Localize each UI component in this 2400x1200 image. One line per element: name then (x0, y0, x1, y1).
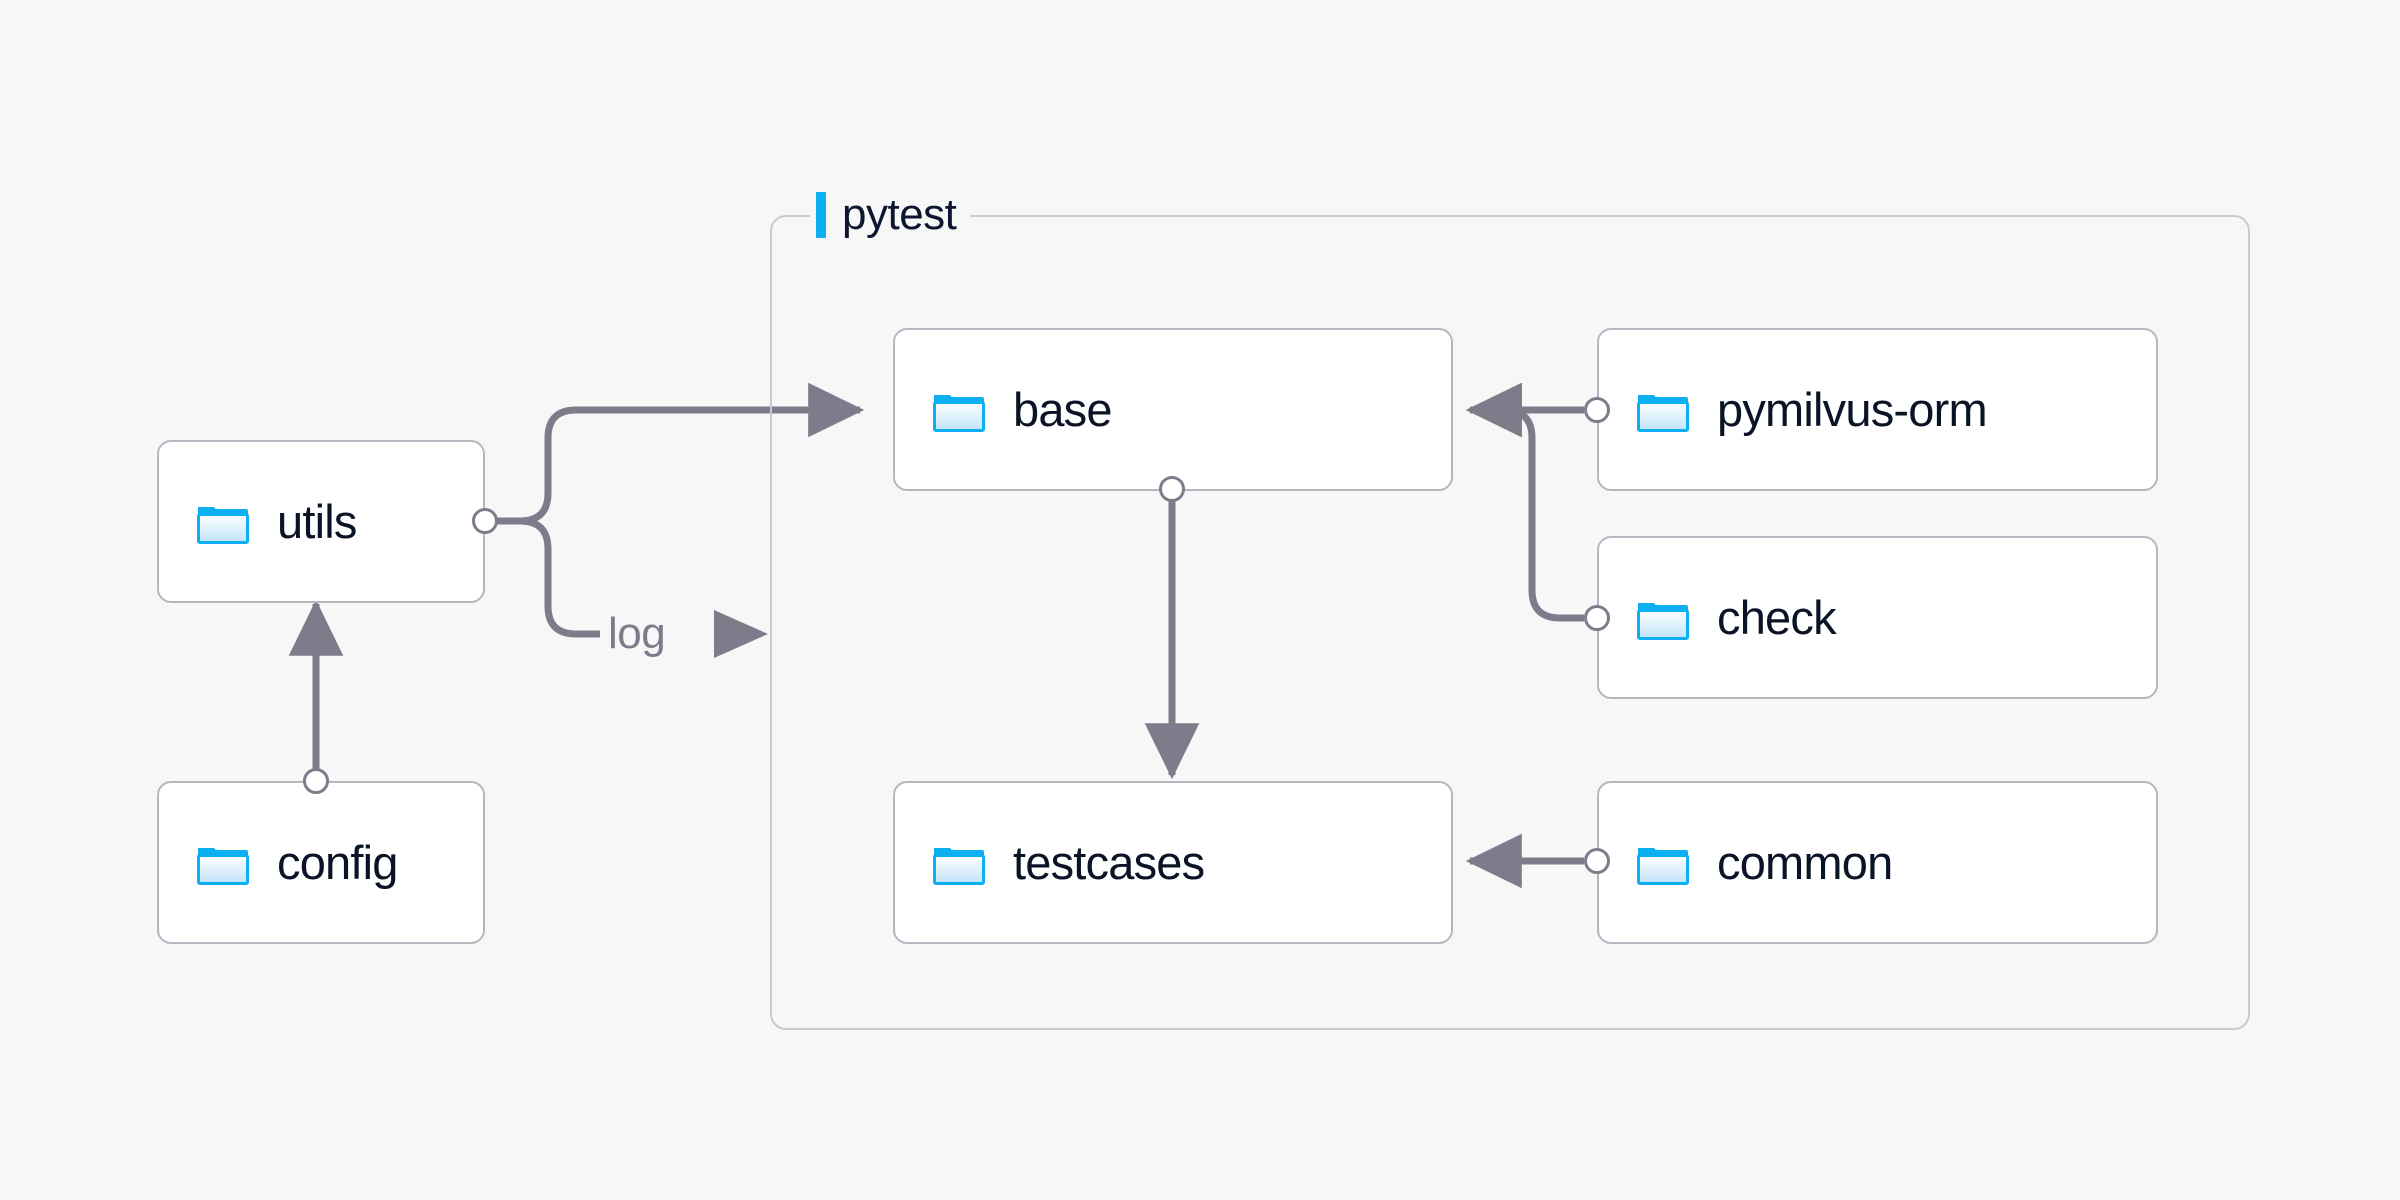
node-config[interactable]: config (157, 781, 485, 944)
folder-icon (197, 506, 249, 544)
port-base-bottom[interactable] (1159, 476, 1185, 502)
port-pymilvus-orm-left[interactable] (1584, 397, 1610, 423)
node-label-common: common (1717, 836, 1893, 889)
folder-icon (1637, 394, 1689, 432)
group-label-text: pytest (842, 190, 957, 239)
node-label-config: config (277, 836, 398, 889)
group-container-pytest[interactable] (770, 215, 2250, 1030)
node-label-check: check (1717, 591, 1837, 644)
folder-icon (197, 847, 249, 885)
node-pymilvus-orm[interactable]: pymilvus-orm (1597, 328, 2158, 491)
node-testcases[interactable]: testcases (893, 781, 1453, 944)
node-check[interactable]: check (1597, 536, 2158, 699)
node-utils[interactable]: utils (157, 440, 485, 603)
folder-icon (1637, 602, 1689, 640)
node-base[interactable]: base (893, 328, 1453, 491)
group-label-pytest: pytest (810, 188, 971, 242)
edge-label-log: log (608, 609, 666, 658)
node-common[interactable]: common (1597, 781, 2158, 944)
node-label-utils: utils (277, 495, 357, 548)
port-config-top[interactable] (303, 768, 329, 794)
node-label-testcases: testcases (1013, 836, 1205, 889)
node-label-base: base (1013, 383, 1113, 436)
folder-icon (933, 847, 985, 885)
node-label-pymilvus-orm: pymilvus-orm (1717, 383, 1988, 436)
folder-icon (933, 394, 985, 432)
port-utils-right[interactable] (472, 508, 498, 534)
port-check-left[interactable] (1584, 605, 1610, 631)
edge-utils-to-log (519, 517, 600, 638)
folder-icon (1637, 847, 1689, 885)
group-accent-bar (816, 192, 826, 238)
port-common-left[interactable] (1584, 848, 1610, 874)
